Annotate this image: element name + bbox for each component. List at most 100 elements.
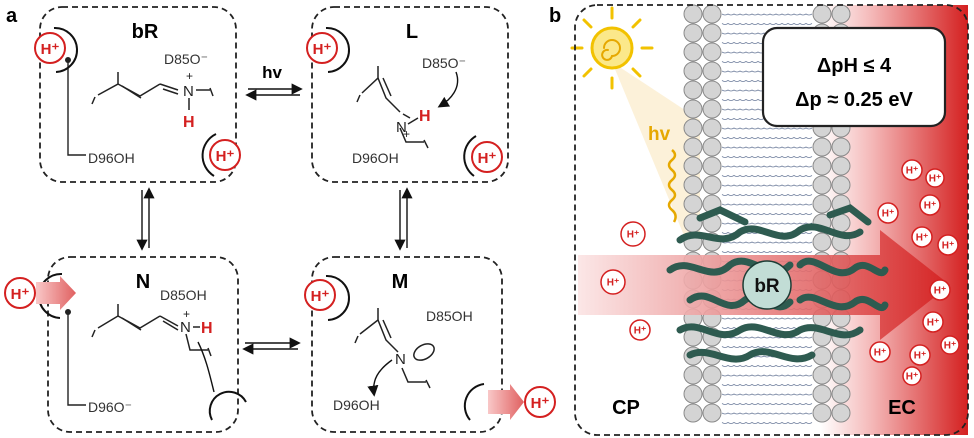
d85-label-br: D85O⁻ (164, 51, 208, 67)
hv-label-a: hv (262, 63, 282, 82)
panel-b-border (574, 4, 969, 436)
lipid-head (702, 156, 722, 176)
equilibrium-arrow-l-m (394, 187, 413, 251)
panel-a-letter: a (6, 5, 18, 27)
lipid-tail (721, 127, 813, 130)
lipid-tail (721, 384, 813, 386)
svg-text:H⁺: H⁺ (531, 395, 550, 412)
lipid-head (683, 365, 703, 385)
lipid-head (812, 137, 832, 157)
lipid-head (683, 384, 703, 404)
light-cone (612, 62, 700, 250)
lipid-head (683, 4, 703, 24)
nh-bond-l (407, 117, 419, 125)
lipid-head (702, 137, 722, 157)
proton-badges-a: H⁺ H⁺ H⁺ H⁺ H⁺ H⁺ (4, 26, 556, 420)
lipid-tail (721, 365, 813, 367)
lipid-head (683, 23, 703, 43)
proton-circle (877, 202, 899, 224)
lipid-head (683, 118, 703, 138)
svg-text:H⁺: H⁺ (11, 286, 30, 303)
lone-pair-m (413, 343, 435, 361)
proton-circle (922, 311, 944, 333)
lipid-head (702, 61, 722, 81)
lipid-tail (721, 336, 813, 339)
lipid-tail (721, 403, 813, 405)
proton-circle (901, 159, 923, 181)
br-core (742, 260, 792, 310)
sun-icon (570, 6, 654, 90)
lipid-head (702, 175, 722, 195)
proton-badge-l-bottom: H⁺ (463, 135, 503, 177)
lipid-tail (721, 165, 813, 168)
proton-circle (937, 234, 959, 256)
lipid-tail (721, 156, 813, 158)
cp-label: CP (612, 397, 640, 419)
proton-circle (911, 226, 933, 248)
channel-dot-n (65, 309, 71, 315)
retinal-structure-br (91, 72, 214, 105)
lipid-head (831, 365, 851, 385)
proton-circle (600, 269, 626, 295)
lipid-tail (721, 374, 813, 377)
release-site-n (208, 390, 247, 421)
lipid-head (812, 4, 832, 24)
state-title-n: N (136, 271, 150, 293)
svg-text:H⁺: H⁺ (311, 288, 330, 305)
state-box-n (47, 256, 239, 433)
lipid-head (831, 156, 851, 176)
retinal-structure-m (354, 308, 431, 389)
proton-label: H⁺ (906, 166, 919, 177)
lipid-head (683, 80, 703, 100)
channel-line-br (67, 60, 86, 156)
proton-label: H⁺ (627, 230, 640, 241)
photon-wave (667, 149, 677, 223)
channel-dot-br (65, 57, 71, 63)
ec-label: EC (888, 397, 916, 419)
proton-label: H⁺ (607, 278, 620, 289)
lipid-tail (721, 317, 813, 320)
release-site-m (463, 383, 485, 421)
lipid-head (812, 365, 832, 385)
proton-label: H⁺ (882, 209, 895, 220)
lipid-head (831, 175, 851, 195)
proton-label: H⁺ (906, 372, 919, 383)
lipid-tail (721, 241, 813, 244)
nitrogen-n: N (180, 319, 191, 336)
lipid-tail (721, 184, 813, 187)
channel-line-n (67, 312, 86, 406)
charge-plus-br: + (186, 69, 193, 83)
lipid-head (702, 384, 722, 404)
lipid-head (702, 365, 722, 385)
proton-circle (940, 335, 960, 355)
d96-label-l: D96OH (352, 150, 399, 166)
d96-label-n: D96O⁻ (88, 399, 132, 415)
proton-label: H⁺ (924, 201, 937, 212)
lipid-head (683, 137, 703, 157)
proton-release-m: H⁺ (488, 384, 556, 420)
d85-label-n: D85OH (160, 287, 207, 303)
d96-label-m: D96OH (333, 397, 380, 413)
proton-badge-br-bottom: H⁺ (201, 133, 241, 177)
lipid-head (812, 156, 832, 176)
schiff-base-h-l: H (419, 108, 431, 125)
lipid-head (702, 118, 722, 138)
retinal-structure-n (91, 304, 212, 357)
lipid-head (812, 384, 832, 404)
schiff-base-h-br: H (183, 114, 195, 131)
equilibrium-arrow-n-m (242, 337, 301, 355)
lipid-head (812, 194, 832, 214)
lipid-tail (721, 146, 813, 149)
lipid-head (702, 4, 722, 24)
proton-transfer-arrow-l (437, 71, 459, 108)
lipid-head (683, 99, 703, 119)
lipid-head (683, 42, 703, 62)
charge-plus-n: + (183, 307, 190, 321)
svg-text:H⁺: H⁺ (478, 150, 497, 167)
lipid-head (683, 403, 703, 423)
gradient-info-box (761, 26, 947, 128)
delta-p-text: Δp ≈ 0.25 eV (795, 89, 913, 111)
proton-circle (902, 366, 922, 386)
protons-b: H⁺H⁺H⁺H⁺H⁺H⁺H⁺H⁺H⁺H⁺H⁺H⁺H⁺H⁺H⁺ (600, 159, 960, 386)
proton-label: H⁺ (874, 348, 887, 359)
